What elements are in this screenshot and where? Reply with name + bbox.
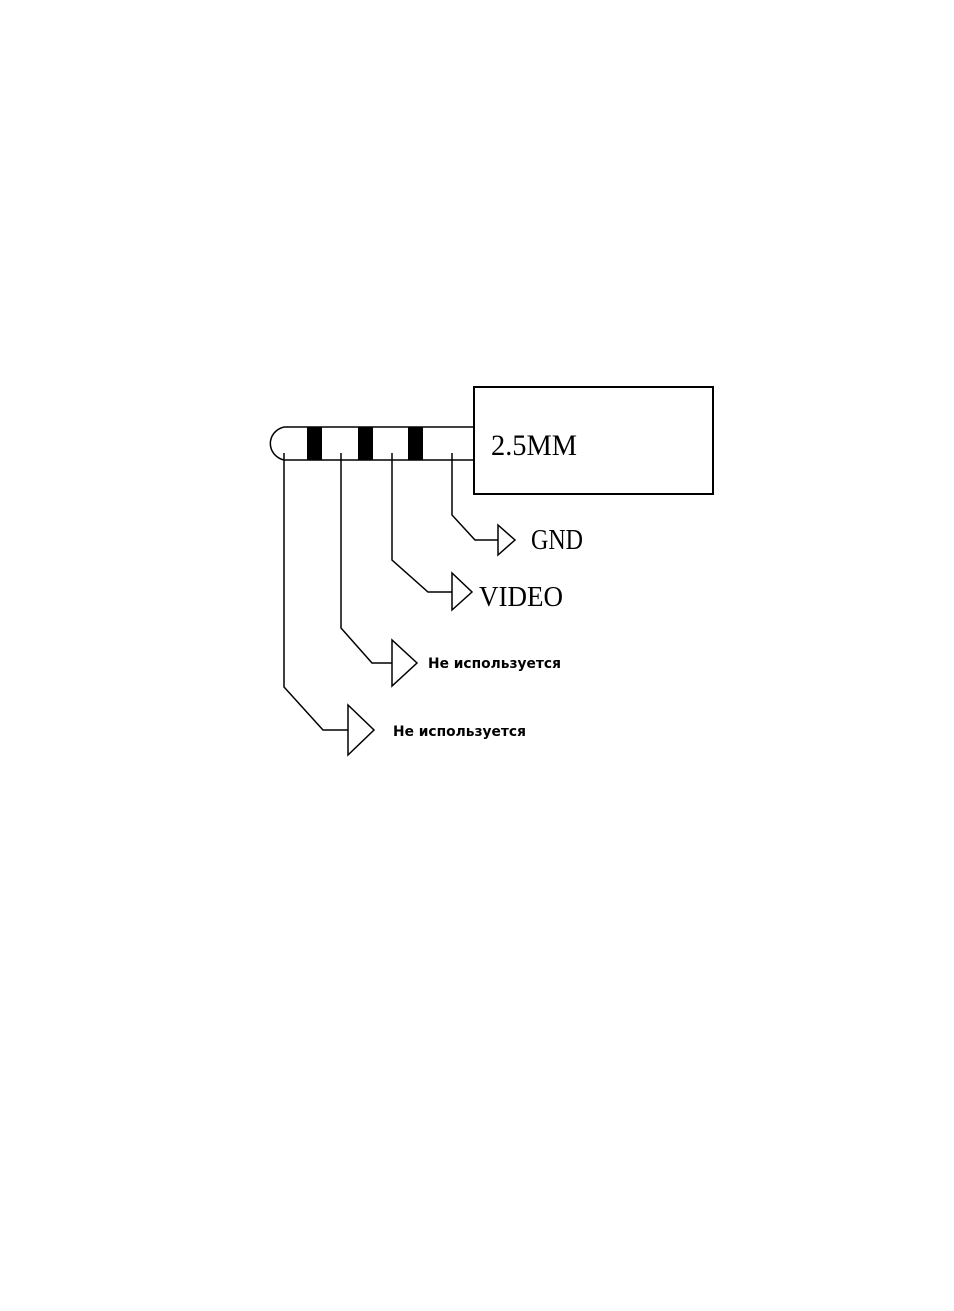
plug-tip	[270, 427, 284, 460]
arrow-ring	[392, 640, 417, 686]
pin-label-ring: Не используется	[428, 656, 561, 672]
arrow-gnd	[498, 525, 515, 555]
arrow-tip	[348, 705, 374, 755]
plug-shaft	[270, 427, 474, 460]
pin-label-gnd: GND	[531, 525, 583, 556]
insulator-ring-2	[358, 427, 373, 460]
insulator-ring-3	[408, 427, 423, 460]
pin-label-video: VIDEO	[479, 582, 563, 613]
pin-label-tip: Не используется	[393, 724, 526, 740]
insulator-ring-1	[307, 427, 322, 460]
connector-label: 2.5MM	[491, 429, 577, 462]
arrow-video	[452, 573, 472, 610]
